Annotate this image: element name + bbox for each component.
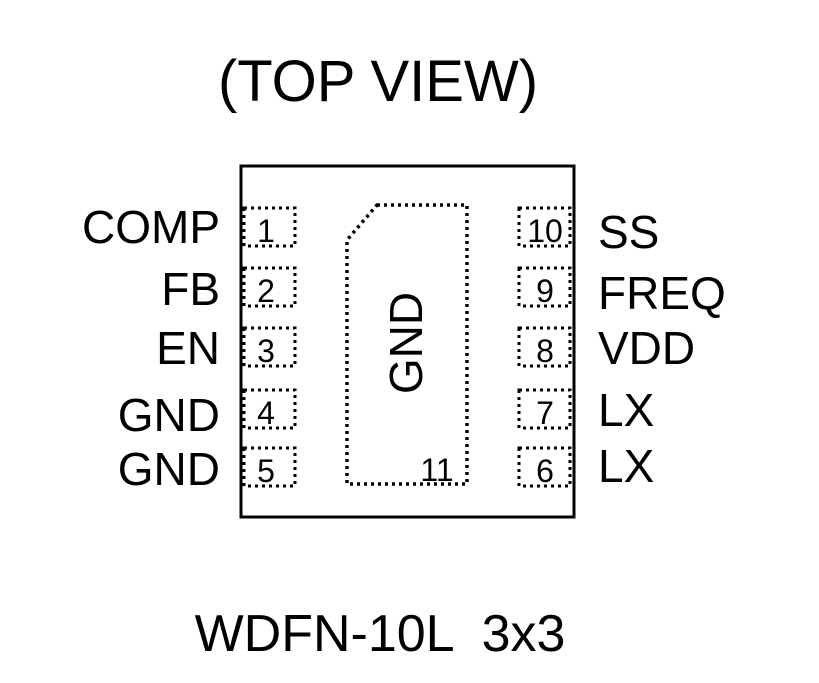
pin-number: 4 — [257, 395, 275, 431]
pin-number: 1 — [257, 213, 275, 249]
right-pin-6: 6 LX — [517, 440, 654, 492]
exposed-pad-label: GND — [380, 292, 432, 394]
pin-name: GND — [118, 389, 220, 441]
right-pin-10: 10 SS — [517, 206, 659, 258]
left-pin-3: 3 EN — [156, 322, 297, 374]
pin-pad — [517, 446, 572, 488]
pin-pad — [242, 206, 297, 248]
pin-name: SS — [598, 206, 659, 258]
pin-number: 2 — [257, 273, 275, 309]
pin-pad — [242, 266, 297, 308]
exposed-pad — [345, 203, 469, 486]
pin-name: LX — [598, 440, 654, 492]
pin-name: EN — [156, 322, 220, 374]
pin-number: 8 — [536, 333, 554, 369]
pin-number: 3 — [257, 333, 275, 369]
left-pin-4: 4 GND — [118, 388, 297, 441]
pin-pad — [517, 388, 572, 430]
pin-number: 5 — [257, 453, 275, 489]
pin-number: 9 — [536, 273, 554, 309]
pin-number: 10 — [527, 213, 563, 249]
pin-pad — [242, 388, 297, 430]
left-pin-2: 2 FB — [161, 263, 297, 315]
pin-name: VDD — [598, 322, 695, 374]
right-pin-8: 8 VDD — [517, 322, 695, 374]
pin-name: LX — [598, 384, 654, 436]
left-pin-1: 1 COMP — [82, 201, 297, 253]
pin-pad — [242, 446, 297, 488]
left-pin-5: 5 GND — [118, 443, 297, 495]
pin-name: GND — [118, 443, 220, 495]
diagram-title: (TOP VIEW) — [218, 49, 538, 114]
pin-pad — [517, 266, 572, 308]
package-name: WDFN-10L 3x3 — [195, 605, 566, 663]
right-pin-7: 7 LX — [517, 384, 654, 436]
pin-number: 7 — [536, 395, 554, 431]
package-outline — [239, 164, 576, 519]
pin-pad — [517, 206, 572, 248]
exposed-pad-number: 11 — [420, 452, 453, 488]
pin-name: COMP — [82, 201, 220, 253]
pin-name: FREQ — [598, 267, 726, 319]
pin-pad — [242, 326, 297, 368]
pin-pad — [517, 326, 572, 368]
pin-name: FB — [161, 263, 220, 315]
right-pin-9: 9 FREQ — [517, 266, 726, 319]
pin-number: 6 — [536, 453, 554, 489]
